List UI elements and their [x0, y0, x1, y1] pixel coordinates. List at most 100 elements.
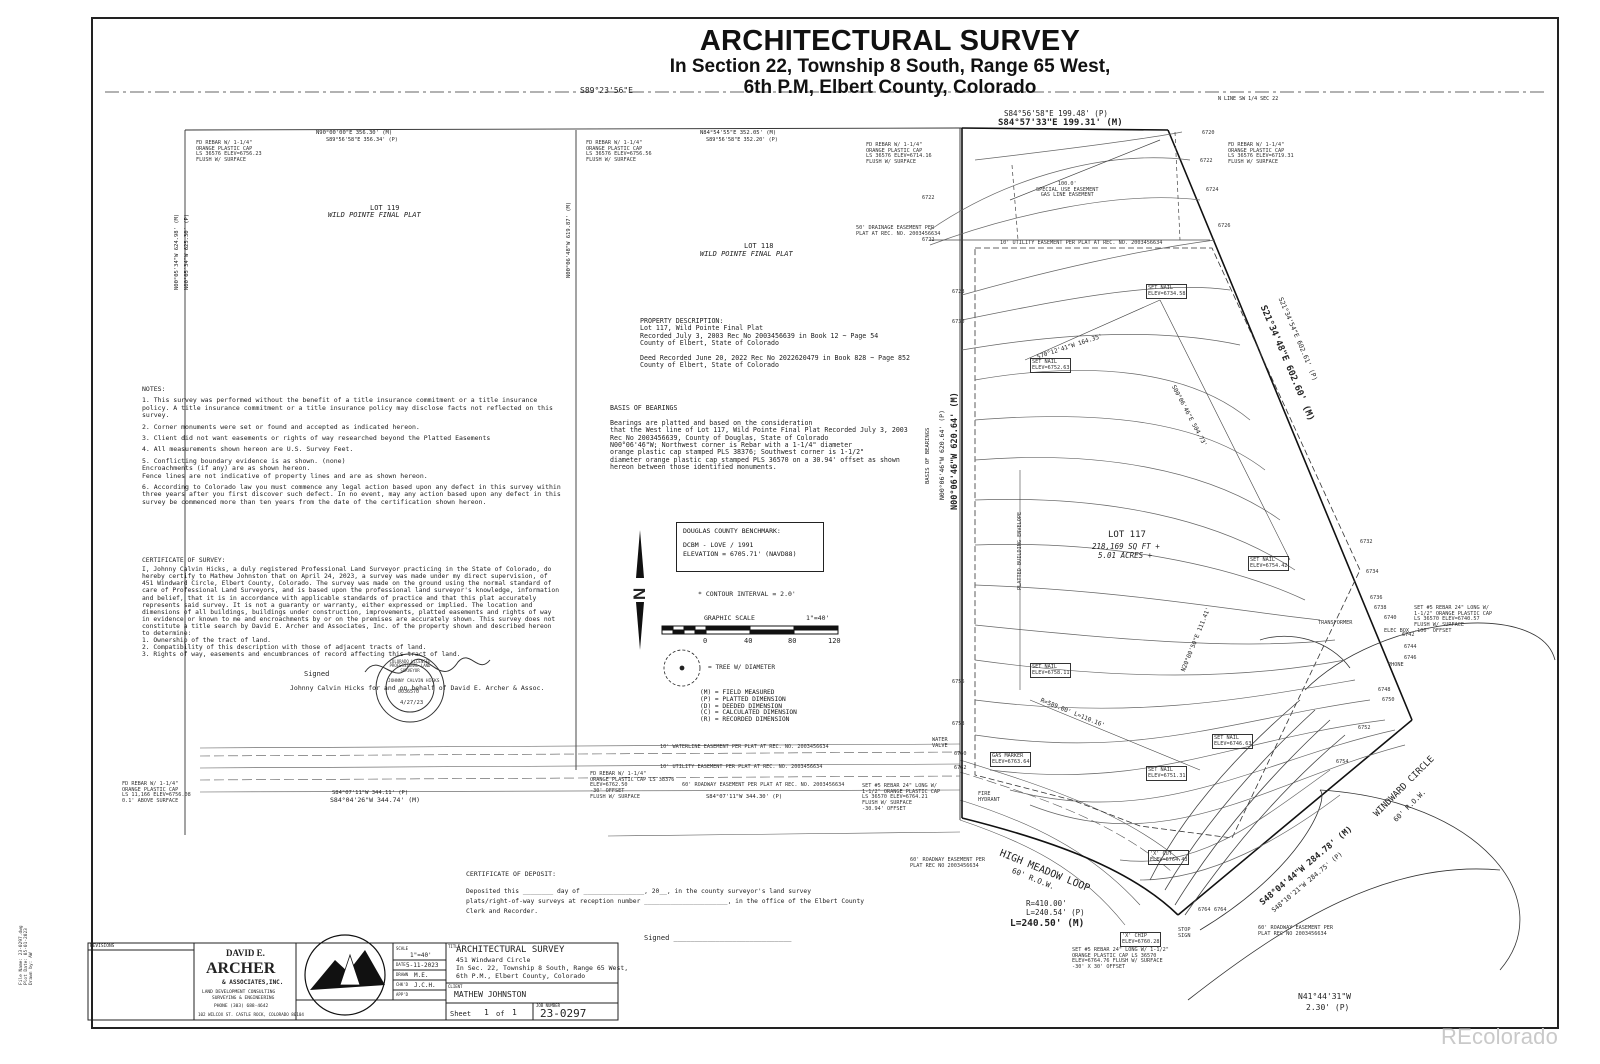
contour-label: 6752 [1358, 725, 1371, 731]
tree-symbol [663, 649, 701, 687]
x-chip: 'X' CHIP ELEV=6760.28 [1120, 932, 1162, 948]
seal-ring-text: COLORADO LICENSED PROFESSIONAL LAND SURV… [389, 659, 431, 673]
lot117-area-acres: 5.01 ACRES + [1098, 551, 1153, 560]
monument-s-lot: SET #5 REBAR 24" LONG W/ 1-1/2" ORANGE P… [862, 783, 941, 812]
title-value: ARCHITECTURAL SURVEY [456, 945, 565, 955]
gas-marker: GAS MARKER ELEV=6763.64 [990, 752, 1032, 768]
driveway-lines [1149, 699, 1346, 916]
lot119-name: LOT 119 [370, 204, 400, 212]
lot119-bottom-bearing2: S84°04'26"W 344.74' (M) [330, 796, 421, 804]
seal-name: JOHNNY CALVIN HICKS [388, 679, 440, 684]
curve-radius: R=410.00' [1026, 899, 1067, 908]
lot119-side-bearing2: N00°05'34"W 625.30' (P) [184, 213, 190, 290]
lot118-bearing-top2: S89°56'58"E 352.20' (P) [706, 137, 778, 143]
scale-value: 1"=40' [410, 952, 432, 959]
north-arrow-label: N [630, 587, 649, 600]
benchmark-heading: DOUGLAS COUNTY BENCHMARK: [683, 527, 781, 535]
sheet-label: Sheet [450, 1010, 472, 1018]
contour-label: 6732 [1360, 539, 1373, 545]
basis-line: Rec No 2003456639, County of Douglas, St… [610, 433, 829, 442]
building-envelope [974, 247, 1361, 839]
approved-label: APP'D [396, 992, 409, 997]
lot118-plat: WILD POINTE FINAL PLAT [700, 250, 793, 258]
monument-e: SET #5 REBAR 24" LONG W/ 1-1/2" ORANGE P… [1414, 605, 1493, 634]
contour-label: 6748 [1378, 687, 1391, 693]
benchmark-line-2: ELEVATION = 6705.71' (NAVD88) [683, 549, 797, 558]
title-line-4: 6th P.M., Elbert County, Colorado [456, 972, 586, 980]
legend-item: (R) = RECORDED DIMENSION [700, 716, 790, 724]
signer-name: Johnny Calvin Hicks for and on behalf of… [290, 684, 545, 692]
property-description-line: Deed Recorded June 20, 2022 Rec No 20226… [640, 353, 910, 362]
company-name-2: ARCHER [206, 960, 276, 977]
scale-tick: 120 [828, 637, 841, 645]
scale-tick: 80 [788, 637, 797, 645]
benchmark-box: DOUGLAS COUNTY BENCHMARK: DCBM - LOVE / … [676, 522, 824, 572]
certificate-body: I, Johnny Calvin Hicks, a duly registere… [142, 566, 560, 638]
sheet-total: 1 [512, 1008, 517, 1017]
basis-line: orange plastic cap stamped PLS 38376; So… [610, 448, 865, 457]
contour-label: 6738 [1374, 605, 1387, 611]
contour-label: 6756 [952, 679, 965, 685]
client-label: CLIENT [448, 984, 463, 989]
certificate-list-item: 3. Rights of way, easements and encumbra… [142, 651, 461, 659]
drawing-title: ARCHITECTURAL SURVEY In Section 22, Town… [600, 25, 1180, 98]
certificate-list-item: 1. Ownership of the tract of land. [142, 637, 271, 645]
date-label: DATE [396, 962, 406, 967]
certificate-heading: CERTIFICATE OF SURVEY: [142, 557, 226, 564]
client-value: MATHEW JOHNSTON [454, 990, 527, 999]
contour-label: 6730 [952, 319, 965, 325]
contour-label: 6764 [1214, 907, 1227, 913]
contour-label: 6740 [1384, 615, 1397, 621]
contour-label: 6722 [922, 195, 935, 201]
lot118-name: LOT 118 [744, 242, 774, 250]
lot117-name: LOT 117 [1108, 530, 1146, 540]
title-line-3: In Sec. 22, Township 8 South, Range 65 W… [456, 964, 629, 972]
set-nail-4: SET NAIL ELEV=6758.11 [1030, 663, 1072, 679]
contour-lines [929, 131, 1406, 881]
watermark: REcolorado [1441, 1024, 1558, 1049]
title-label: TITLE [448, 944, 461, 949]
fire-hydrant: FIRE HYDRANT [978, 791, 1000, 803]
set-nail-1: SET NAIL ELEV=6734.58 [1146, 284, 1188, 300]
scale-label: SCALE [396, 946, 409, 951]
note-item: 3. Client did not want easements or righ… [142, 434, 491, 443]
job-number-value: 23-0297 [540, 1007, 587, 1020]
utility-easement-bottom: 10' UTILITY EASEMENT PER PLAT AT REC. NO… [660, 764, 823, 770]
basis-of-bearings: BASIS OF BEARINGS Bearings are platted a… [610, 404, 908, 471]
transformer: TRANSFORMER [1318, 620, 1353, 626]
notes-heading: NOTES: [142, 385, 166, 393]
set-nail-2: SET NAIL ELEV=6752.63 [1030, 358, 1072, 374]
n-line-label: N LINE SW 1/4 SEC 22 [1218, 96, 1279, 102]
legend: (M) = FIELD MEASURED (P) = PLATTED DIMEN… [700, 689, 797, 724]
water-valve: WATER VALVE [932, 737, 948, 749]
file-info: File Name: 23-0297.dwg Plot Date: 05-01-… [19, 925, 34, 985]
curve-length-platted: L=240.54' (P) [1026, 908, 1085, 917]
deposit-heading: CERTIFICATE OF DEPOSIT: [466, 870, 557, 878]
gas-easement [930, 131, 1210, 241]
contour-label: 6746 [1404, 655, 1417, 661]
lot119-bottom-bearing: S84°07'11"W 344.11' (P) [332, 790, 409, 796]
deposit-line-1: Deposited this ________ day of _________… [466, 888, 811, 895]
seal-date: 4/27/23 [400, 700, 424, 706]
company-tagline-1: LAND DEVELOPMENT CONSULTING [202, 990, 276, 995]
legend-item: (P) = PLATTED DIMENSION [700, 695, 786, 703]
title-line-3: 6th P.M, Elbert County, Colorado [743, 76, 1037, 98]
contour-label: 6744 [1404, 644, 1417, 650]
deposit-line-2: plats/right-of-way surveys at reception … [466, 898, 865, 905]
roadway-easement-3: 60' ROADWAY EASEMENT PER PLAT REC NO 200… [1258, 925, 1333, 937]
scale-tick: 0 [703, 637, 708, 645]
roadway-easement: 60' ROADWAY EASEMENT PER PLAT AT REC. NO… [682, 782, 845, 788]
note-item: 5. Conflicting boundary evidence is as s… [142, 456, 428, 480]
revisions-label: REVISIONS [90, 944, 115, 949]
monument-nw: FD REBAR W/ 1-1/4" ORANGE PLASTIC CAP LS… [196, 140, 262, 164]
company-name-1: DAVID E. [226, 948, 265, 958]
contour-label: 6728 [952, 289, 965, 295]
drawn-label: DRAWN [396, 972, 409, 977]
easement-lines [199, 743, 1181, 926]
deposit-signed: Signed ____________________________ [644, 934, 792, 942]
date-value: 5-11-2023 [406, 962, 439, 969]
seal-number: 0036570 [398, 689, 420, 695]
scale-tick: 40 [744, 637, 753, 645]
certificate-list-item: 2. Compatibility of this description wit… [142, 644, 427, 652]
